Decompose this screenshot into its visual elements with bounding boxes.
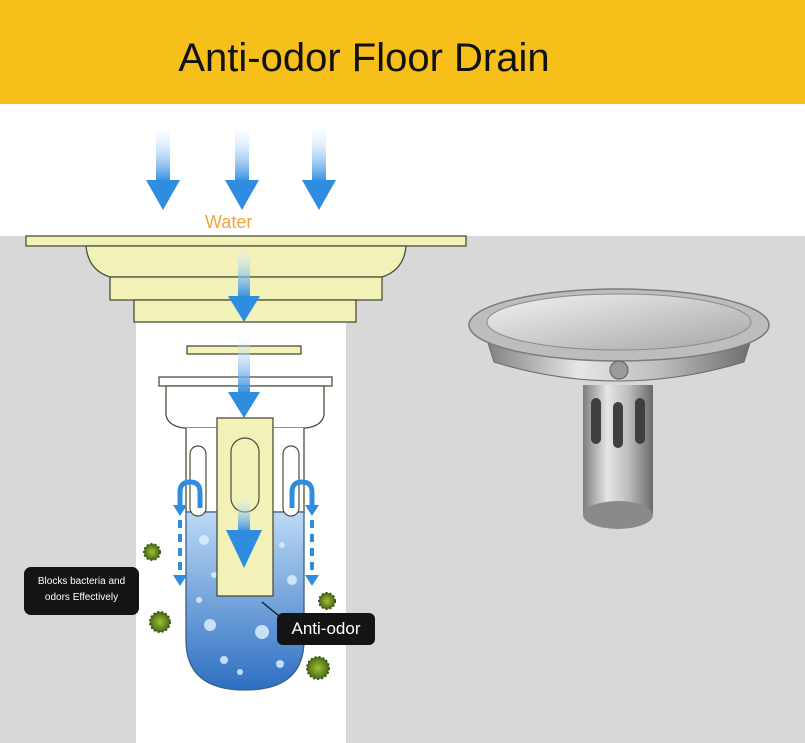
product-drain-photo — [468, 288, 770, 529]
water-label: Water — [205, 212, 253, 232]
down-arrow-icon — [225, 130, 259, 210]
bacteria-callout: Blocks bacteria and odors Effectively — [24, 567, 139, 615]
bacteria-callout-line2: odors Effectively — [44, 592, 119, 603]
down-arrow-icon — [226, 498, 262, 568]
bacteria-icon — [306, 656, 330, 680]
bacteria-callout-line1: Blocks bacteria and — [37, 576, 126, 587]
bacteria-icon — [318, 592, 336, 610]
title-banner: Anti-odor Floor Drain — [0, 0, 805, 104]
u-turn-arrow-icon — [289, 479, 315, 508]
down-arrow-icon — [228, 250, 260, 322]
down-arrow-icon — [146, 130, 180, 210]
bacteria-icon — [143, 543, 161, 561]
page-title: Anti-odor Floor Drain — [178, 36, 550, 80]
down-arrow-icon — [228, 338, 260, 418]
down-arrow-icon — [302, 130, 336, 210]
u-turn-arrow-icon — [177, 479, 203, 508]
inner-core — [216, 417, 274, 597]
bacteria-icon — [149, 611, 171, 633]
anti-odor-label: Anti-odor — [277, 613, 375, 645]
